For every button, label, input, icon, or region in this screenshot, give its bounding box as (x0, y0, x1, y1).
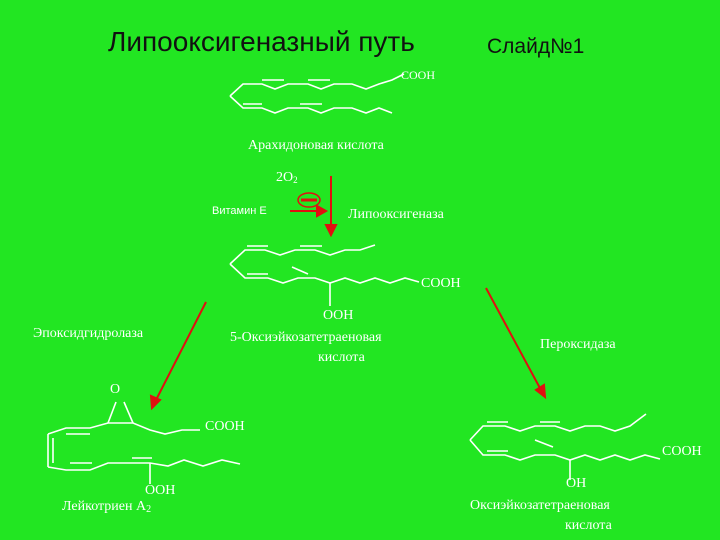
hpete-name-line2: кислота (318, 350, 365, 365)
leukotriene-name: Лейкотриен А2 (62, 499, 152, 515)
epoxide-hydrolase-label: Эпоксидгидролаза (33, 326, 144, 341)
hpete-name-line1: 5-Оксиэйкозатетраеновая (230, 330, 382, 345)
lipoxygenase-label: Липооксигеназа (348, 207, 444, 222)
hpete-ooh-label: OOH (323, 308, 354, 323)
leukotriene-ooh-label: OOH (145, 483, 176, 498)
peroxidase-arrow (485, 287, 542, 391)
oxygen-label: 2O2 (276, 170, 298, 185)
arachidonic-cooh-label: COOH (401, 68, 436, 82)
slide-number: Слайд№1 (487, 35, 585, 58)
leukotriene-cooh-label: COOH (205, 419, 245, 434)
hete-name-line1: Оксиэйкозатетраеновая (470, 498, 610, 513)
hpete-cooh-label: COOH (421, 276, 461, 291)
arachidonic-acid-name: Арахидоновая кислота (248, 138, 384, 153)
leukotriene-structure (47, 401, 241, 484)
peroxidase-label: Пероксидаза (540, 337, 616, 352)
hpete-structure (229, 244, 420, 306)
hete-oh-label: OH (566, 476, 587, 491)
epoxide-hydrolase-arrow (155, 301, 207, 401)
hete-cooh-label: COOH (662, 444, 702, 459)
leukotriene-epoxide-o-label: O (110, 382, 121, 397)
arachidonic-acid-structure (229, 73, 405, 114)
vitamin-e-label: Витамин Е (212, 205, 267, 217)
page-title: Липооксигеназный путь (108, 26, 415, 57)
inhibition-minus-icon (297, 192, 321, 208)
hete-name-line2: кислота (565, 518, 612, 533)
hete-structure (469, 413, 661, 480)
